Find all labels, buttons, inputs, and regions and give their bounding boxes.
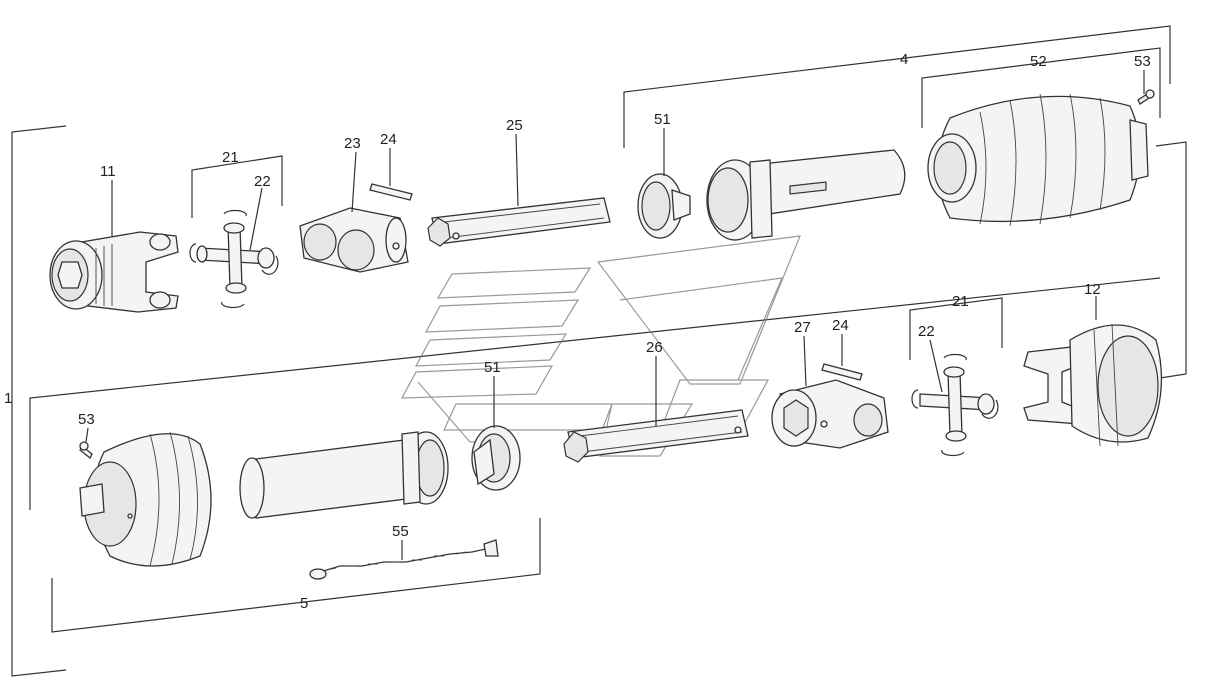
callout-51-bottom: 51 [484, 359, 501, 376]
assembly-bracket-21-bottom [909, 297, 1003, 360]
part-51-bearing-ring-bottom [471, 425, 521, 491]
callout-53-top: 53 [1134, 53, 1151, 70]
callout-21-top: 21 [222, 149, 239, 166]
callout-22-bottom: 22 [918, 323, 935, 340]
part-51-bearing-ring-top [637, 173, 691, 239]
assembly-bracket-1 [11, 125, 67, 677]
assembly-bracket-21-top [191, 155, 283, 218]
callout-5: 5 [300, 595, 308, 612]
part-24-pin-bottom [821, 363, 863, 381]
callout-1: 1 [4, 390, 12, 407]
callout-26: 26 [646, 339, 663, 356]
part-21-cross-bottom [911, 353, 999, 457]
callout-52: 52 [1030, 53, 1047, 70]
part-25-inner-profile-tube [427, 197, 611, 247]
callout-55: 55 [392, 523, 409, 540]
callout-51-top: 51 [654, 111, 671, 128]
callout-21-bottom: 21 [952, 293, 969, 310]
callout-53-bottom: 53 [78, 411, 95, 428]
assembly-bracket-4 [623, 25, 1187, 379]
part-12-yoke-guard-ring [1023, 323, 1163, 447]
part-55-safety-chain [309, 539, 499, 580]
part-24-pin-top [369, 183, 413, 201]
part-5-inner-tube-bottom [239, 431, 449, 519]
callout-labels: 1 4 5 11 12 21 21 22 22 23 24 24 25 26 2… [4, 51, 1151, 612]
callout-23: 23 [344, 135, 361, 152]
part-11-yoke-hub [49, 231, 179, 313]
part-53-screw-top [1137, 89, 1155, 105]
callout-24-top: 24 [380, 131, 397, 148]
callout-25: 25 [506, 117, 523, 134]
callout-22-top: 22 [254, 173, 271, 190]
callout-11: 11 [100, 163, 116, 180]
part-21-cross-top [189, 209, 279, 309]
callout-12: 12 [1084, 281, 1101, 298]
part-27-inner-yoke [771, 379, 889, 449]
part-23-inner-yoke [299, 207, 409, 273]
part-5-guard-bellows-bottom [79, 431, 212, 567]
part-52-guard-bellows-top [927, 93, 1149, 227]
assembly-bracket-5 [29, 277, 1161, 633]
assembly-bracket-52 [921, 47, 1161, 128]
part-4-outer-tube-top [706, 149, 906, 241]
part-53-screw-bottom [79, 441, 93, 460]
callout-24-bottom: 24 [832, 317, 849, 334]
callout-4: 4 [900, 51, 908, 68]
part-26-outer-profile-tube [563, 409, 749, 463]
callout-27: 27 [794, 319, 811, 336]
leader-lines [85, 70, 1145, 560]
